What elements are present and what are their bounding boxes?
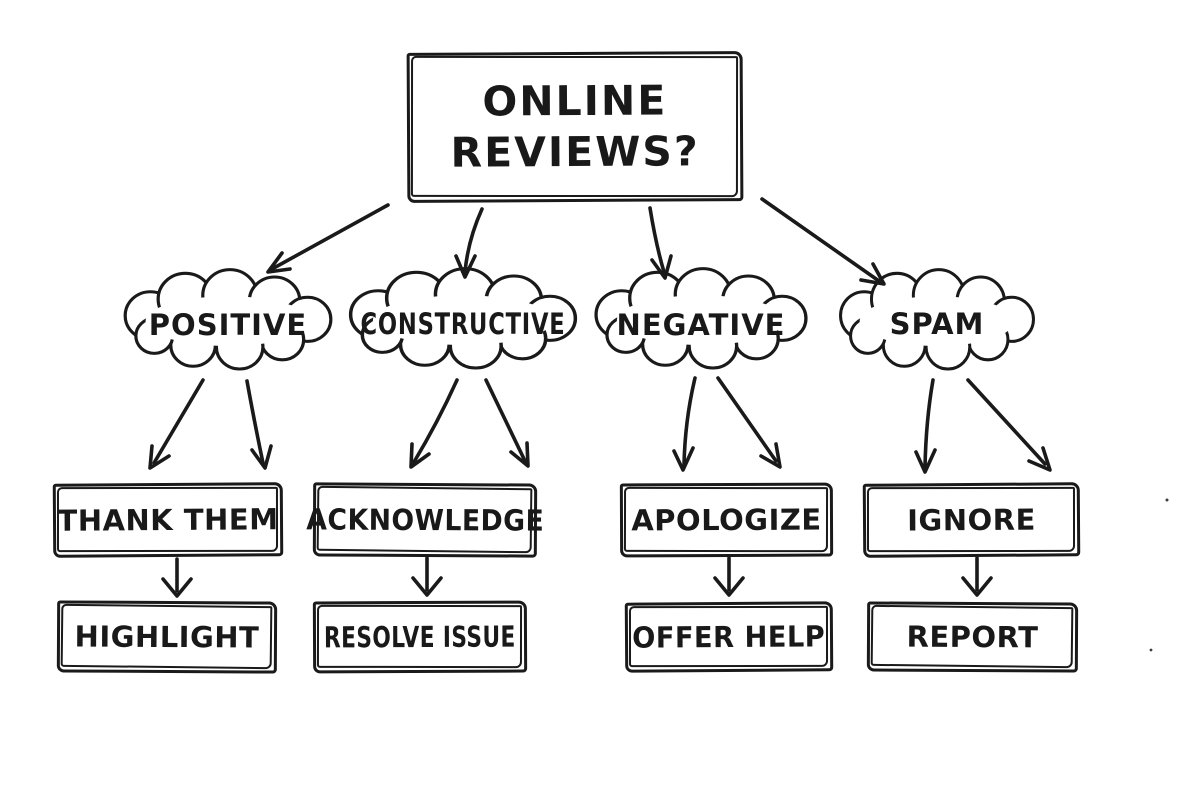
node-thank-them-label: THANK THEM xyxy=(57,502,279,538)
node-report: REPORT xyxy=(866,601,1079,673)
cloud-label-constructive: CONSTRUCTIVE xyxy=(360,307,566,341)
arrow-spam-to-ignore-left xyxy=(914,378,937,474)
node-online-reviews: ONLINE REVIEWS? xyxy=(406,51,744,203)
node-acknowledge-label: ACKNOWLEDGE xyxy=(305,502,545,538)
node-resolve-issue: RESOLVE ISSUE xyxy=(312,600,528,674)
arrow-thank-to-highlight xyxy=(161,557,193,598)
node-thank-them: THANK THEM xyxy=(52,482,284,558)
arrow-constructive-to-acknowledge-left xyxy=(409,378,459,469)
arrow-root-to-positive xyxy=(266,203,390,274)
node-ignore: IGNORE xyxy=(862,482,1081,558)
arrow-negative-to-apologize-right xyxy=(716,376,782,469)
node-highlight-label: HIGHLIGHT xyxy=(74,619,260,655)
node-online-reviews-label: ONLINE REVIEWS? xyxy=(450,76,700,177)
node-apologize-label: APOLOGIZE xyxy=(631,502,822,538)
arrow-root-to-constructive xyxy=(454,207,484,279)
node-highlight: HIGHLIGHT xyxy=(56,600,278,674)
arrow-apologize-to-offer-help xyxy=(713,556,745,597)
arrow-positive-to-thank-right xyxy=(245,379,273,470)
arrow-ignore-to-report xyxy=(961,556,993,597)
arrow-root-to-spam xyxy=(760,197,886,286)
arrow-positive-to-thank-left xyxy=(148,378,205,470)
cloud-label-spam: SPAM xyxy=(889,307,985,341)
node-report-label: REPORT xyxy=(906,619,1039,655)
cloud-label-positive: POSITIVE xyxy=(148,308,308,342)
node-ignore-label: IGNORE xyxy=(907,502,1036,538)
node-resolve-issue-label: RESOLVE ISSUE xyxy=(324,619,516,655)
node-apologize: APOLOGIZE xyxy=(619,482,834,558)
arrow-root-to-negative xyxy=(648,206,673,280)
node-acknowledge: ACKNOWLEDGE xyxy=(306,482,544,558)
cloud-label-negative: NEGATIVE xyxy=(616,308,786,342)
node-offer-help-label: OFFER HELP xyxy=(632,619,826,655)
arrow-constructive-to-acknowledge-right xyxy=(484,378,530,468)
node-offer-help: OFFER HELP xyxy=(624,601,834,673)
arrow-spam-to-ignore-right xyxy=(966,378,1052,472)
arrow-acknowledge-to-resolve xyxy=(411,556,443,597)
arrow-negative-to-apologize-left xyxy=(672,376,697,472)
